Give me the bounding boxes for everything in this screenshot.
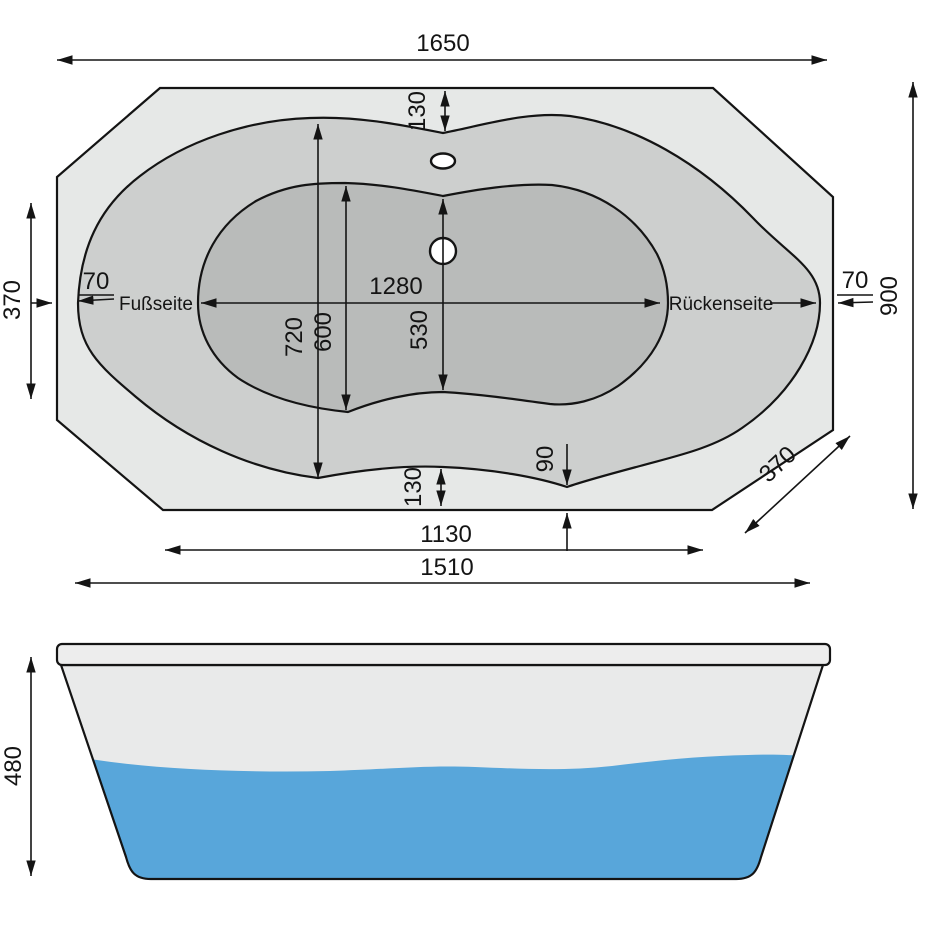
dim-inner-rim-width: 720: [281, 124, 323, 478]
dim-label-floor-waist-width: 530: [406, 310, 433, 350]
dim-leader-deck-right: [837, 297, 874, 308]
water: [80, 754, 806, 879]
dim-label-deck-left: 70: [83, 268, 110, 295]
basin-floor-outline: [196, 181, 670, 414]
side-view: 480: [0, 642, 832, 881]
dim-label-overall-width: 900: [876, 276, 903, 316]
foot-side-label: Fußseite: [119, 294, 193, 315]
dim-leader-deck-left: [77, 295, 115, 305]
dim-notch: 90: [532, 444, 572, 551]
dim-left-edge: 370: [0, 203, 52, 399]
dim-deck-right: Rückenseite 70: [669, 267, 874, 315]
dim-floor-lobe-width: 600: [310, 186, 351, 410]
dim-label-deck-bottom: 130: [400, 467, 427, 507]
dim-inner-rim-length: 1280: [201, 273, 660, 308]
dim-label-notch: 90: [532, 446, 559, 473]
dim-bottom-edge: 1130: [165, 521, 703, 555]
dim-label-base-length: 1510: [420, 554, 473, 581]
dim-label-floor-lobe-width: 600: [310, 312, 337, 352]
dim-label-bottom-edge: 1130: [420, 521, 472, 548]
dim-label-left-edge: 370: [0, 280, 26, 320]
dim-overall-width: 900: [876, 82, 918, 509]
dim-floor-waist-width: 530: [406, 199, 448, 390]
dim-deck-left: 70 Fußseite: [77, 268, 193, 315]
dim-label-overall-length: 1650: [416, 30, 469, 57]
dim-label-deck-top: 130: [404, 91, 431, 131]
dim-line-corner-cut: [744, 435, 851, 534]
dim-tub-height: 480: [0, 657, 36, 876]
dim-base-length: 1510: [75, 554, 810, 588]
dim-label-inner-rim-width: 720: [281, 317, 308, 357]
dim-overall-length: 1650: [57, 30, 827, 65]
back-side-label: Rückenseite: [669, 294, 774, 315]
tub-body-outline: [59, 663, 825, 881]
dim-deck-top: 130: [404, 91, 450, 131]
tub-rim: [55, 642, 832, 667]
top-view: 1650 900 370 130 130 720: [0, 30, 918, 588]
dim-deck-bottom: 130: [400, 467, 446, 507]
dim-label-tub-height: 480: [0, 746, 27, 786]
overflow-hole: [429, 152, 457, 170]
dim-label-inner-rim-length: 1280: [369, 273, 422, 300]
dim-label-deck-right: 70: [842, 267, 869, 294]
